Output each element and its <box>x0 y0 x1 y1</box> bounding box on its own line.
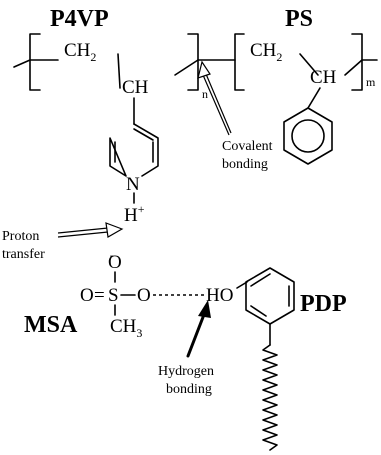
covalent-arrow-head <box>197 60 211 79</box>
bracket-close-ps <box>351 33 363 91</box>
p4vp-ch2-group: CH2 <box>64 40 96 64</box>
bond-ch-phenyl <box>307 87 321 109</box>
phenyl-ring <box>283 107 333 165</box>
msa-right-oxygen: O <box>137 285 151 306</box>
bond-ch-bracket-right <box>344 59 363 76</box>
ps-ch2-group: CH2 <box>250 40 282 64</box>
pentadecyl-chain <box>262 344 278 451</box>
bracket-open-p4vp <box>29 33 41 91</box>
hydrogen-arrow-shaft <box>186 310 207 358</box>
hydrogen-bonding-annotation: Hydrogen bonding <box>158 300 214 397</box>
p4vp-label: P4VP <box>50 6 109 32</box>
main-chain <box>13 53 378 89</box>
repeat-index-m: m <box>366 75 376 89</box>
bond-ch2-ch-right <box>299 53 319 76</box>
ps-repeat-unit: CH2 CH m <box>250 40 376 165</box>
pyridinium-hydrogen: H+ <box>124 202 145 226</box>
repeat-index-n: n <box>202 87 208 101</box>
msa-double-bond: = <box>94 285 105 306</box>
bracket-close-p4vp <box>187 33 199 91</box>
phenol-double-bond-top <box>250 273 271 287</box>
p4vp-ch-group: CH <box>122 77 149 98</box>
msa-top-oxygen: O- <box>108 248 122 273</box>
pyridinium-nitrogen: N <box>126 174 140 195</box>
chain-end-left <box>13 59 31 68</box>
proton-arrow-head <box>105 222 124 238</box>
ps-label: PS <box>285 6 313 32</box>
pdp-hydroxyl: HO <box>206 285 233 306</box>
pyridine-ring <box>109 123 159 177</box>
phenyl-aromatic-circle <box>291 119 325 153</box>
pdp-molecule: HO PDP <box>206 267 347 451</box>
pyridine-double-bond-top <box>133 128 154 141</box>
phenol-ring <box>245 267 295 325</box>
msa-label: MSA <box>24 312 78 338</box>
msa-sulfur: S <box>108 285 119 306</box>
proton-arrow-shaft <box>57 227 109 238</box>
proton-transfer-annotation: Proton transfer <box>2 222 124 262</box>
bracket-open-ps <box>234 33 245 91</box>
covalent-bonding-annotation: Covalent bonding <box>197 60 273 172</box>
covalent-label-line1: Covalent <box>222 139 273 154</box>
msa-left-oxygen: O <box>80 285 94 306</box>
bond-ch-bracket-left <box>174 59 199 76</box>
pdp-label: PDP <box>300 291 347 317</box>
ps-ch-group: CH <box>310 67 337 88</box>
proton-label-line1: Proton <box>2 229 39 244</box>
msa-methyl: CH3 <box>110 316 142 340</box>
covalent-label-line2: bonding <box>222 157 268 172</box>
bond-ch2-ch-left <box>117 53 121 89</box>
covalent-arrow-shaft <box>202 73 232 136</box>
msa-molecule: O- O = S O CH3 MSA <box>24 248 151 340</box>
phenol-double-bond-bottom <box>250 305 267 317</box>
brackets <box>29 33 363 91</box>
hydrogen-label-line1: Hydrogen <box>158 364 214 379</box>
proton-label-line2: transfer <box>2 247 45 262</box>
hydrogen-label-line2: bonding <box>166 382 212 397</box>
p4vp-repeat-unit: CH2 CH n N H+ <box>64 40 208 226</box>
hydrogen-arrow-head <box>198 300 211 318</box>
